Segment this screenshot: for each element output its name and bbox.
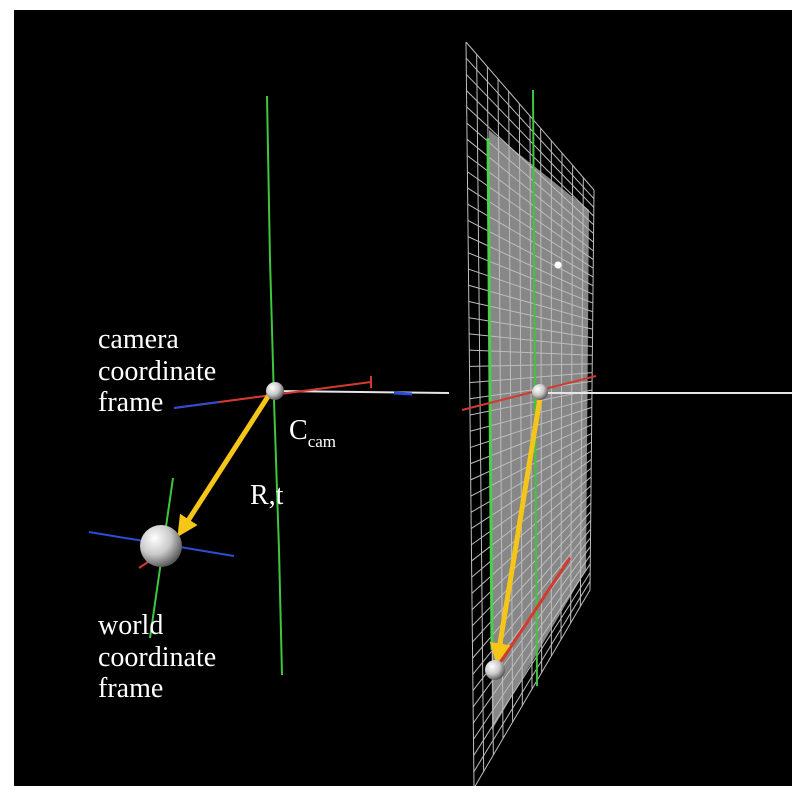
transform-arrows [177,393,543,665]
camera-center-symbol: C [289,415,308,446]
world-frame-label-line2: coordinate [98,641,217,673]
camera-center-sphere [266,382,284,400]
camera-center-label: Ccam [289,415,336,451]
transform-label: R,t [250,480,284,511]
camera-center-subscript: cam [307,432,337,451]
grid-line-col [518,103,523,706]
projection-arrow [489,397,543,665]
grid-line-col [570,165,574,624]
grid-line-col [529,115,533,690]
grid-line-col [465,41,475,786]
rt-transform-arrow [177,393,272,538]
3d-viewport[interactable]: camera coordinate frame Ccam R,t world c… [14,10,792,786]
world-origin-sphere [140,525,182,567]
camera-y-axis [266,95,283,676]
image-plane [465,41,595,786]
grid-line-col [589,189,595,591]
plane-point-sphere [554,261,562,269]
plane-center-sphere [532,384,548,400]
frame-origins [140,261,562,680]
world-frame-label-line1: world [98,610,164,641]
camera-frame-label-line2: coordinate [98,355,217,387]
grid-line-col [508,91,514,723]
scene-canvas [88,41,792,786]
projected-point-sphere [485,660,505,680]
world-frame-label: world coordinate frame [98,610,216,705]
world-frame-label-line3: frame [98,673,164,705]
camera-frame-label-line1: camera [98,324,179,355]
camera-frame-label: camera coordinate frame [98,324,216,419]
plane-green-line-left [486,137,494,651]
camera-x-axis-blue [173,401,220,409]
plane-red-line-horizontal [461,375,597,411]
camera-frame-label-line3: frame [98,387,164,419]
image-plane-fill [489,130,589,730]
camera-z-axis-blue [393,391,413,396]
grid-line-col [560,152,563,640]
grid-line-col [476,54,485,772]
